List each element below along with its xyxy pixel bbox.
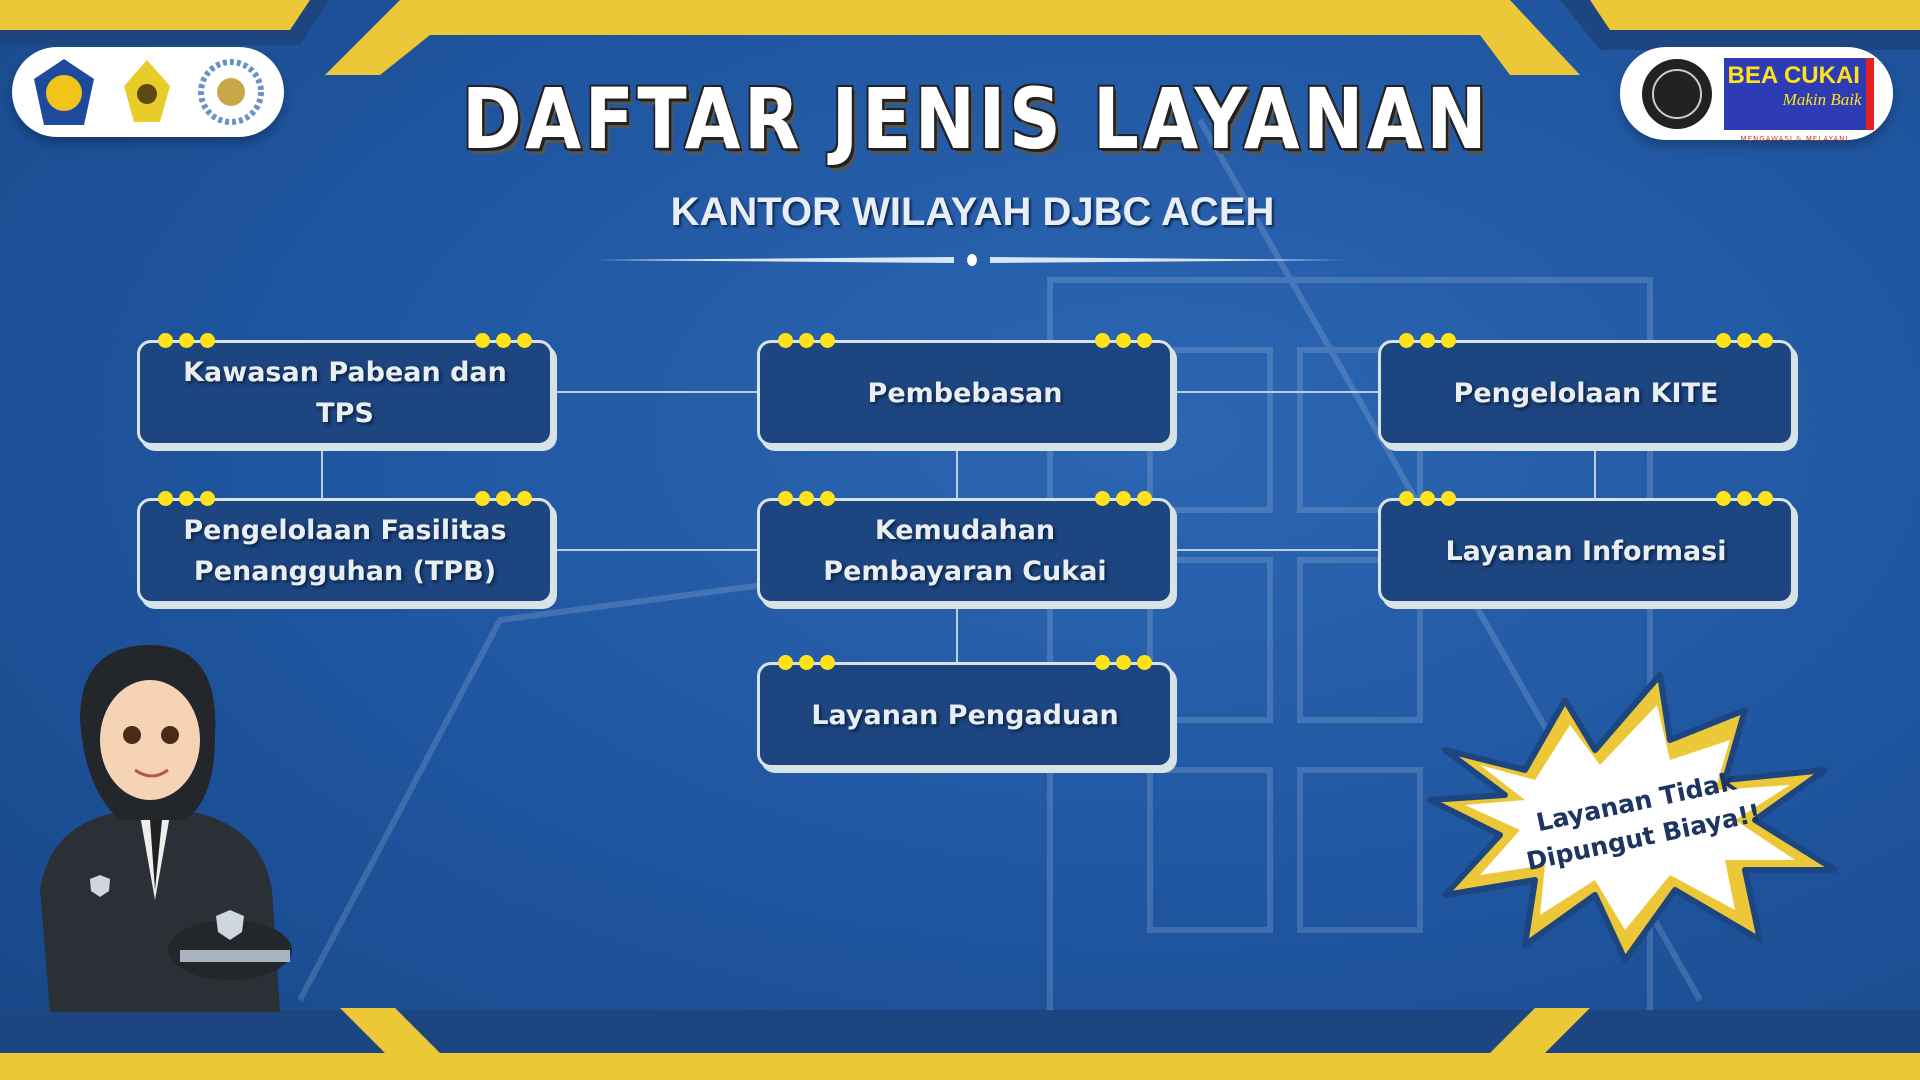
dots-decoration [778,333,835,348]
dots-decoration [158,333,215,348]
connector-line [553,391,757,393]
service-card-kawasan-pabean[interactable]: Kawasan Pabean dan TPS [137,333,553,446]
bottom-banner-decoration [0,1008,1920,1080]
title-divider [594,254,1347,266]
page-title: DAFTAR JENIS LAYANAN [461,70,1491,168]
bea-cukai-brand-logo: BEA CUKAI Makin Baik MENGAWASI & MELAYAN… [1723,57,1874,143]
right-logo-group: BEA CUKAI Makin Baik MENGAWASI & MELAYAN… [1620,47,1893,143]
connector-line [956,608,958,662]
service-card-tpb[interactable]: Pengelolaan Fasilitas Penangguhan (TPB) [137,491,553,604]
dots-decoration [158,491,215,506]
service-card-pengaduan[interactable]: Layanan Pengaduan [757,655,1173,768]
dots-decoration [1716,333,1773,348]
dots-decoration [1399,333,1456,348]
zona-integritas-seal-icon [1641,58,1712,129]
free-service-burst-badge: Layanan Tidak Dipungut Biaya!! [1427,672,1838,963]
dots-decoration [1095,655,1152,670]
service-card-cukai[interactable]: Kemudahan Pembayaran Cukai [757,491,1173,604]
connector-line [1173,391,1378,393]
left-logo-group [12,47,284,137]
connector-line [321,449,323,498]
service-label: Pembebasan [867,377,1063,409]
dots-decoration [475,333,532,348]
dots-decoration [1399,491,1456,506]
dots-decoration [475,491,532,506]
connector-line [553,549,757,551]
service-label: Kawasan Pabean dan TPS [183,357,507,429]
service-label: Layanan Informasi [1445,535,1727,567]
dots-decoration [778,491,835,506]
bea-cukai-emblem-icon [124,60,170,122]
dots-decoration [778,655,835,670]
top-banner-decoration [0,0,1920,75]
dots-decoration [1095,491,1152,506]
connector-line [956,449,958,498]
connector-line [1173,549,1378,551]
officer-mascot-illustration [40,645,292,1012]
wbk-logo-icon [198,59,264,125]
page-subtitle: KANTOR WILAYAH DJBC ACEH [670,190,1275,234]
service-label: Layanan Pengaduan [811,699,1119,731]
service-card-pembebasan[interactable]: Pembebasan [757,333,1173,446]
service-card-informasi[interactable]: Layanan Informasi [1378,491,1794,604]
service-card-kite[interactable]: Pengelolaan KITE [1378,333,1794,446]
service-label: Pengelolaan KITE [1453,377,1719,409]
dots-decoration [1716,491,1773,506]
dots-decoration [1095,333,1152,348]
service-label: Pengelolaan Fasilitas Penangguhan (TPB) [183,515,507,587]
connector-line [1594,449,1596,498]
service-label: Kemudahan Pembayaran Cukai [823,515,1107,587]
kemenkeu-logo-icon [34,59,94,125]
